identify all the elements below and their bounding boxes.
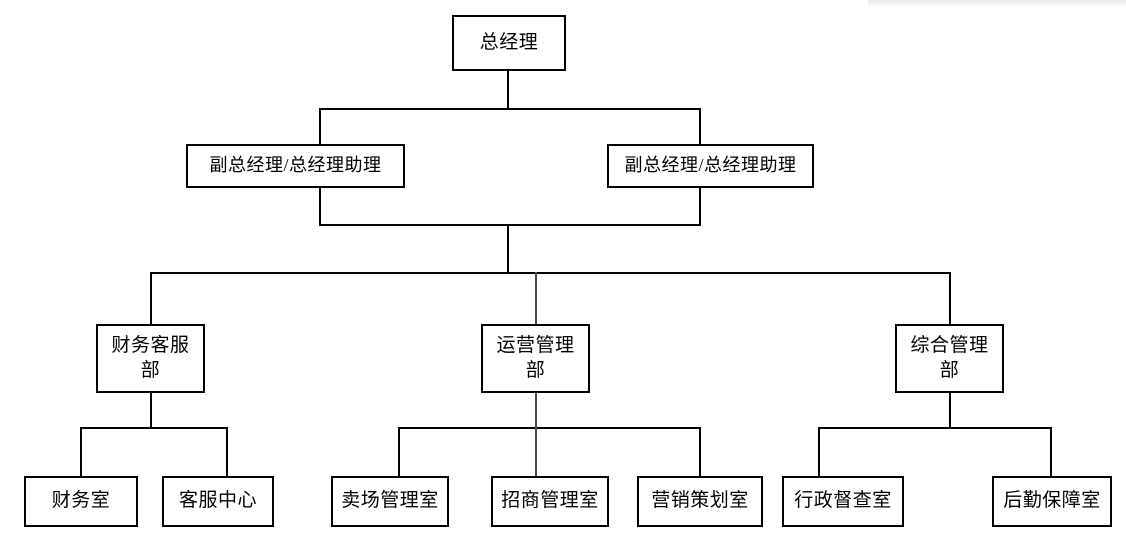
- connector-general-bus: [818, 427, 1052, 429]
- node-label: 副总经理/总经理助理: [624, 155, 797, 176]
- node-label: 行政督查室: [794, 490, 892, 512]
- connector-office-service-center-drop: [226, 427, 228, 476]
- node-label: 副总经理/总经理助理: [209, 155, 382, 176]
- connector-office-admin-inspect-drop: [818, 427, 820, 476]
- node-office-investment-management[interactable]: 招商管理室: [491, 476, 609, 527]
- node-label: 客服中心: [178, 490, 257, 512]
- connector-finance-bus: [80, 427, 228, 429]
- connector-deputy-join-bar: [319, 224, 701, 226]
- connector-office-finance-drop: [80, 427, 82, 476]
- connector-general-stem: [949, 393, 951, 429]
- connector-finance-stem: [150, 393, 152, 429]
- node-label: 后勤保障室: [1003, 490, 1101, 512]
- node-label: 综合管理 部: [910, 334, 989, 381]
- node-label: 营销策划室: [651, 490, 749, 512]
- node-deputy-gm-left[interactable]: 副总经理/总经理助理: [186, 144, 405, 188]
- node-dept-operations-management[interactable]: 运营管理 部: [481, 324, 590, 393]
- node-label: 财务室: [51, 490, 111, 512]
- node-label: 卖场管理室: [341, 490, 439, 512]
- connector-deputy-right-drop: [699, 108, 701, 144]
- node-label: 运营管理 部: [496, 334, 575, 381]
- connector-dept-general-drop: [949, 272, 951, 325]
- connector-level2-bus: [150, 272, 951, 274]
- node-office-finance[interactable]: 财务室: [24, 476, 138, 527]
- node-office-marketing-planning[interactable]: 营销策划室: [637, 476, 763, 527]
- top-gradient-band: [868, 0, 1126, 7]
- node-label: 财务客服 部: [111, 334, 190, 381]
- connector-dept-finance-drop: [150, 272, 152, 325]
- node-office-administrative-inspection[interactable]: 行政督查室: [782, 476, 904, 527]
- connector-office-marketing-drop: [699, 427, 701, 476]
- connector-gm-stem: [507, 71, 509, 110]
- connector-dept-operations-drop: [535, 272, 537, 325]
- node-deputy-gm-right[interactable]: 副总经理/总经理助理: [607, 144, 814, 188]
- connector-office-logistics-drop: [1050, 427, 1052, 476]
- connector-office-investment-drop: [535, 427, 537, 476]
- connector-level1-bus: [319, 108, 701, 110]
- node-office-logistics-support[interactable]: 后勤保障室: [992, 476, 1112, 527]
- connector-deputy-left-drop: [319, 108, 321, 144]
- connector-center-stem: [507, 224, 509, 274]
- node-general-manager[interactable]: 总经理: [452, 15, 566, 71]
- connector-operations-bus: [398, 427, 701, 429]
- node-dept-general-management[interactable]: 综合管理 部: [895, 324, 1004, 393]
- node-office-store-management[interactable]: 卖场管理室: [331, 476, 449, 527]
- connector-deputy-right-stem: [699, 188, 701, 226]
- node-label: 总经理: [479, 31, 539, 53]
- connector-office-store-mgmt-drop: [398, 427, 400, 476]
- node-label: 招商管理室: [501, 490, 599, 512]
- node-dept-finance-customer-service[interactable]: 财务客服 部: [96, 324, 205, 393]
- node-office-customer-service-center[interactable]: 客服中心: [162, 476, 274, 527]
- connector-operations-stem: [535, 393, 537, 429]
- connector-deputy-left-stem: [319, 188, 321, 226]
